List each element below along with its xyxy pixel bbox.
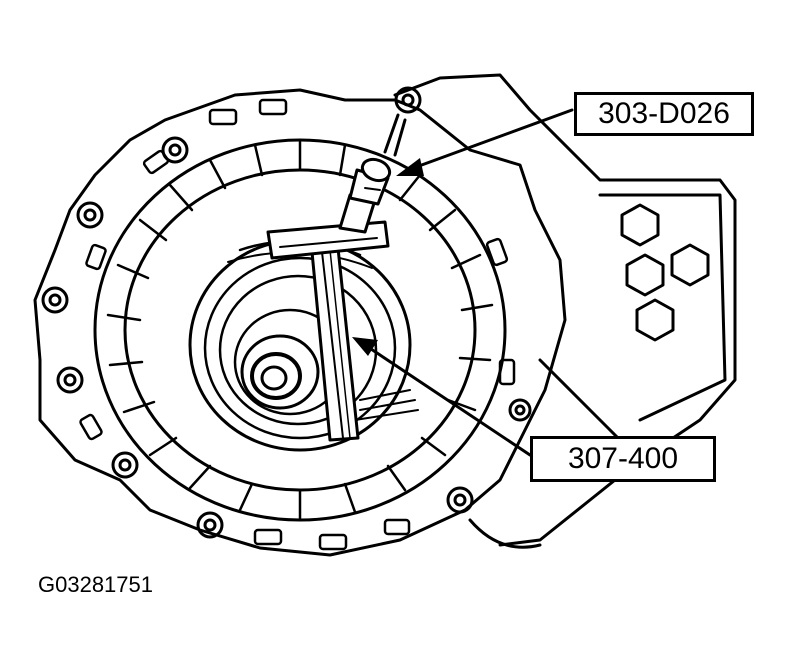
adapter-303-d026 — [338, 113, 407, 234]
radial-ribs — [106, 138, 494, 522]
housing-inner-ring — [93, 138, 507, 522]
case-extension — [393, 73, 737, 549]
figure-id: G03281751 — [38, 572, 153, 597]
outer-pockets — [79, 98, 516, 551]
callout-303-d026-label: 303-D026 — [598, 97, 730, 130]
callout-303-d026: 303-D026 — [574, 92, 754, 136]
callout-307-400-label: 307-400 — [567, 442, 679, 475]
leader-lines — [352, 108, 574, 457]
callout-307-400: 307-400 — [530, 436, 716, 482]
clutch-assembly — [188, 238, 419, 452]
bolt-bosses — [41, 86, 532, 539]
